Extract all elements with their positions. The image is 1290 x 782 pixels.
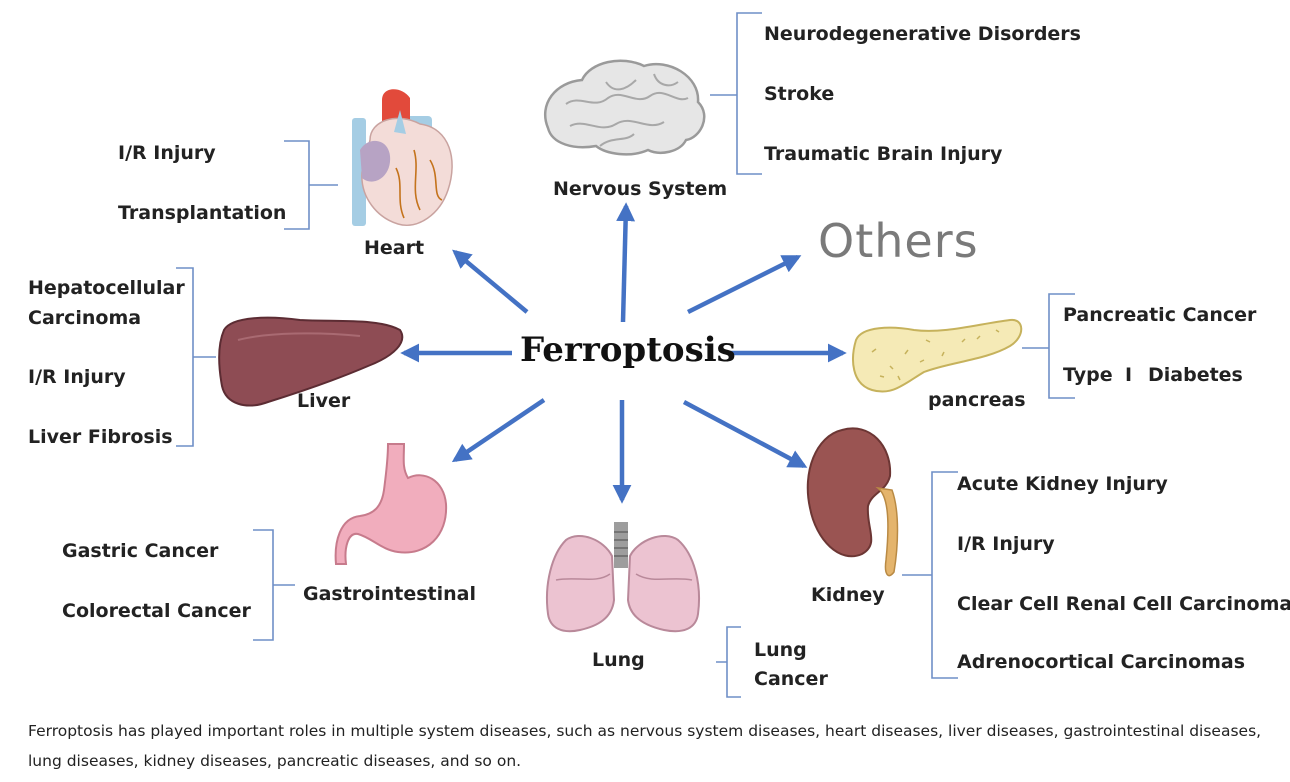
gastrointestinal-label: Gastrointestinal — [303, 583, 477, 605]
disease-traumatic-brain-injury: Traumatic Brain Injury — [764, 143, 1003, 165]
disease-diabetes: Diabetes — [1148, 364, 1243, 386]
brackets — [176, 12, 1075, 698]
pancreas-bracket — [1022, 293, 1075, 399]
disease-neurodegenerative-disorders: Neurodegenerative Disorders — [764, 23, 1081, 45]
disease-pancreatic-cancer: Pancreatic Cancer — [1063, 304, 1257, 326]
disease-gastric-cancer: Gastric Cancer — [62, 540, 219, 562]
pancreas-label: pancreas — [928, 389, 1026, 411]
disease-lung-cancer-line1: Lung — [754, 639, 807, 661]
gastro-bracket — [253, 529, 295, 641]
kidney-label: Kidney — [811, 584, 885, 606]
kidney-bracket — [902, 471, 958, 679]
kidney-icon — [806, 427, 899, 577]
figure-caption: Ferroptosis has played important roles i… — [28, 722, 1262, 770]
arrow-to-kidney — [682, 400, 808, 468]
lung-icon — [545, 522, 700, 633]
lung-bracket — [716, 626, 741, 698]
liver-label: Liver — [297, 390, 351, 412]
disease-heart-ir-injury: I/R Injury — [118, 142, 216, 164]
disease-acute-kidney-injury: Acute Kidney Injury — [957, 473, 1168, 495]
disease-lung-cancer-line2: Cancer — [754, 668, 828, 690]
others-label: Others — [818, 214, 979, 268]
disease-transplantation: Transplantation — [118, 202, 287, 224]
arrow-to-heart — [452, 249, 529, 314]
liver-bracket — [176, 267, 216, 447]
heart-label: Heart — [364, 237, 425, 259]
pancreas-icon — [852, 318, 1023, 393]
disease-type-numeral: Ⅰ — [1125, 364, 1133, 386]
disease-clear-cell-rcc: Clear Cell Renal Cell Carcinoma — [957, 593, 1290, 615]
heart-icon — [352, 89, 453, 226]
arrow-to-nervous-system — [616, 202, 636, 323]
arrow-to-others — [686, 254, 802, 315]
disease-liver-ir-injury: I/R Injury — [28, 366, 126, 388]
brain-icon — [544, 59, 706, 156]
arrow-to-gastrointestinal — [451, 398, 546, 463]
disease-stroke: Stroke — [764, 83, 835, 105]
disease-hepatocellular-line1: Hepatocellular — [28, 277, 185, 299]
nervous-system-label: Nervous System — [553, 178, 728, 200]
disease-type-word: Type — [1063, 364, 1113, 386]
nervous-bracket — [710, 12, 762, 175]
disease-colorectal-cancer: Colorectal Cancer — [62, 600, 251, 622]
disease-hepatocellular-line2: Carcinoma — [28, 307, 142, 329]
center-label: Ferroptosis — [520, 330, 736, 370]
disease-adrenocortical-carcinomas: Adrenocortical Carcinomas — [957, 651, 1246, 673]
disease-kidney-ir-injury: I/R Injury — [957, 533, 1055, 555]
liver-icon — [218, 316, 404, 407]
heart-bracket — [284, 140, 338, 230]
stomach-icon — [334, 443, 448, 565]
arrows — [400, 202, 847, 504]
disease-liver-fibrosis: Liver Fibrosis — [28, 426, 173, 448]
lung-label: Lung — [592, 649, 645, 671]
